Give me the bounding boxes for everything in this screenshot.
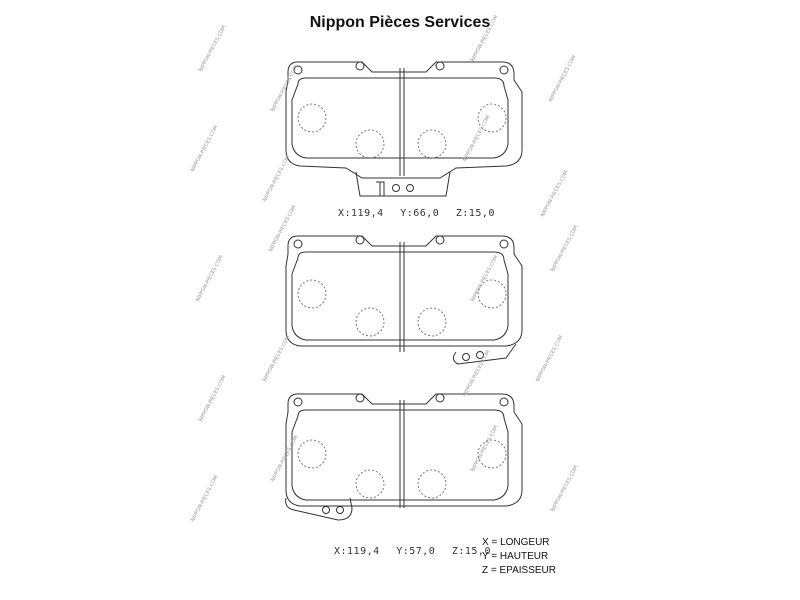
pad-3-dim-z: Z:15,0 bbox=[451, 546, 491, 557]
pad-2-piston-mark bbox=[297, 279, 327, 309]
brand-title: Nippon Pièces Services bbox=[309, 14, 491, 31]
brake-pad-1 bbox=[285, 61, 523, 197]
pad-1-dim-y: Y:66,0 bbox=[400, 208, 440, 219]
pad-3-dim-x: X:119,4 bbox=[334, 546, 380, 557]
pad-1-dim-x: X:119,4 bbox=[338, 208, 384, 219]
pad-1-dimensions: X:119,4 Y:66,0 Z:15,0 bbox=[338, 208, 505, 219]
brake-pad-3 bbox=[285, 393, 523, 521]
pad-1-backing-plate bbox=[285, 61, 523, 179]
legend-z: Z = EPAISSEUR bbox=[482, 565, 557, 576]
pad-3-friction-material bbox=[291, 409, 509, 501]
pad-2-wear-sensor-clip bbox=[452, 343, 517, 365]
pad-3-dim-y: Y:57,0 bbox=[396, 546, 436, 557]
pad-3-dimensions: X:119,4 Y:57,0 Z:15,0 bbox=[334, 546, 501, 557]
legend-y: Y = HAUTEUR bbox=[482, 551, 549, 562]
pad-3-piston-mark bbox=[297, 439, 327, 469]
pad-1-friction-material bbox=[291, 77, 509, 159]
pad-3-wear-sensor-clip bbox=[285, 497, 353, 521]
brake-pad-2 bbox=[285, 235, 523, 365]
pad-1-piston-mark bbox=[297, 103, 327, 133]
pad-1-dim-z: Z:15,0 bbox=[455, 208, 495, 219]
pad-1-wear-sensor-clip bbox=[355, 171, 451, 197]
pad-2-friction-material bbox=[291, 251, 509, 341]
dimension-legend: X = LONGEUR Y = HAUTEUR Z = EPAISSEUR bbox=[482, 536, 556, 578]
pad-3-backing-plate bbox=[285, 393, 523, 507]
pad-2-backing-plate bbox=[285, 235, 523, 347]
legend-x: X = LONGEUR bbox=[482, 537, 550, 548]
